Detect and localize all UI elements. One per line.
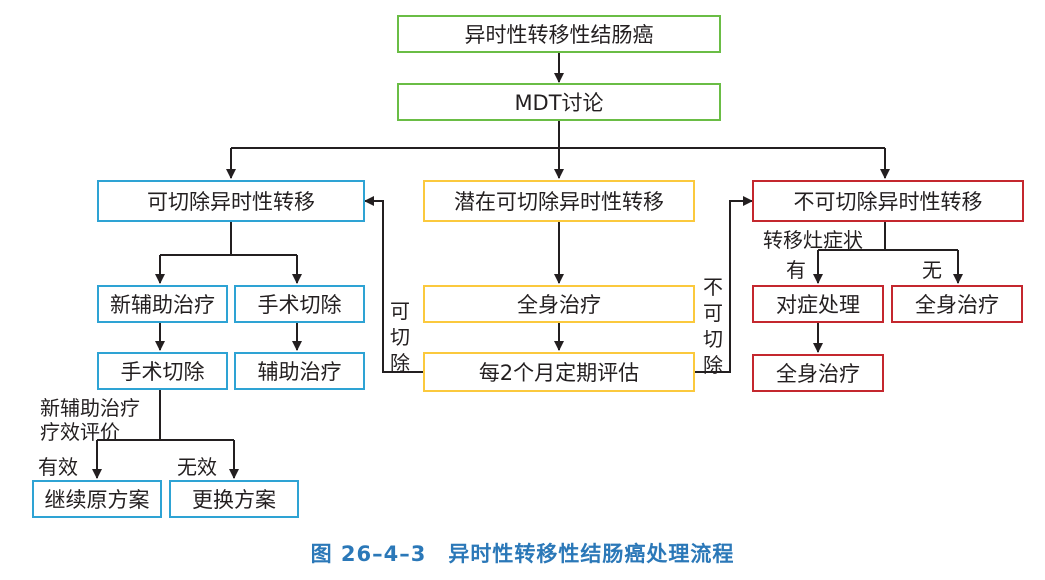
label-effective: 有效: [38, 455, 78, 479]
node-unresectable: 不可切除异时性转移: [752, 180, 1024, 222]
node-resectable: 可切除异时性转移: [97, 180, 365, 222]
label-resectable-back: 可切除: [390, 299, 410, 375]
label-no: 无: [922, 258, 942, 282]
node-surgery-b: 手术切除: [234, 285, 365, 323]
node-systemic-r2: 全身治疗: [891, 285, 1023, 323]
label-yes: 有: [786, 258, 806, 282]
label-neo-eval: 新辅助治疗疗效评价: [40, 396, 140, 444]
node-systemic-r1: 全身治疗: [752, 354, 884, 392]
resectable-split: [160, 222, 297, 256]
figure-caption: 图 26–4–3 异时性转移性结肠癌处理流程: [310, 542, 735, 566]
node-adjuvant: 辅助治疗: [234, 352, 365, 390]
node-systemic-mid: 全身治疗: [423, 285, 695, 323]
node-potential: 潜在可切除异时性转移: [423, 180, 695, 222]
label-ineffective: 无效: [177, 455, 217, 479]
node-root: 异时性转移性结肠癌: [397, 15, 721, 53]
node-mdt: MDT讨论: [397, 83, 721, 121]
node-surgery-a: 手术切除: [97, 352, 228, 390]
label-symptoms: 转移灶症状: [763, 228, 863, 252]
arrow-eval-to-unresectable: [695, 196, 753, 373]
arrow-eval-to-resectable: [364, 196, 423, 373]
label-unresectable-side: 不可切除: [703, 275, 723, 377]
node-symptomatic: 对症处理: [752, 285, 884, 323]
node-eval: 每2个月定期评估: [423, 352, 695, 392]
node-neoadjuvant: 新辅助治疗: [97, 285, 228, 323]
eval-split: [97, 390, 234, 441]
unresectable-split: [818, 222, 958, 251]
node-change: 更换方案: [169, 480, 299, 518]
node-continue: 继续原方案: [32, 480, 162, 518]
